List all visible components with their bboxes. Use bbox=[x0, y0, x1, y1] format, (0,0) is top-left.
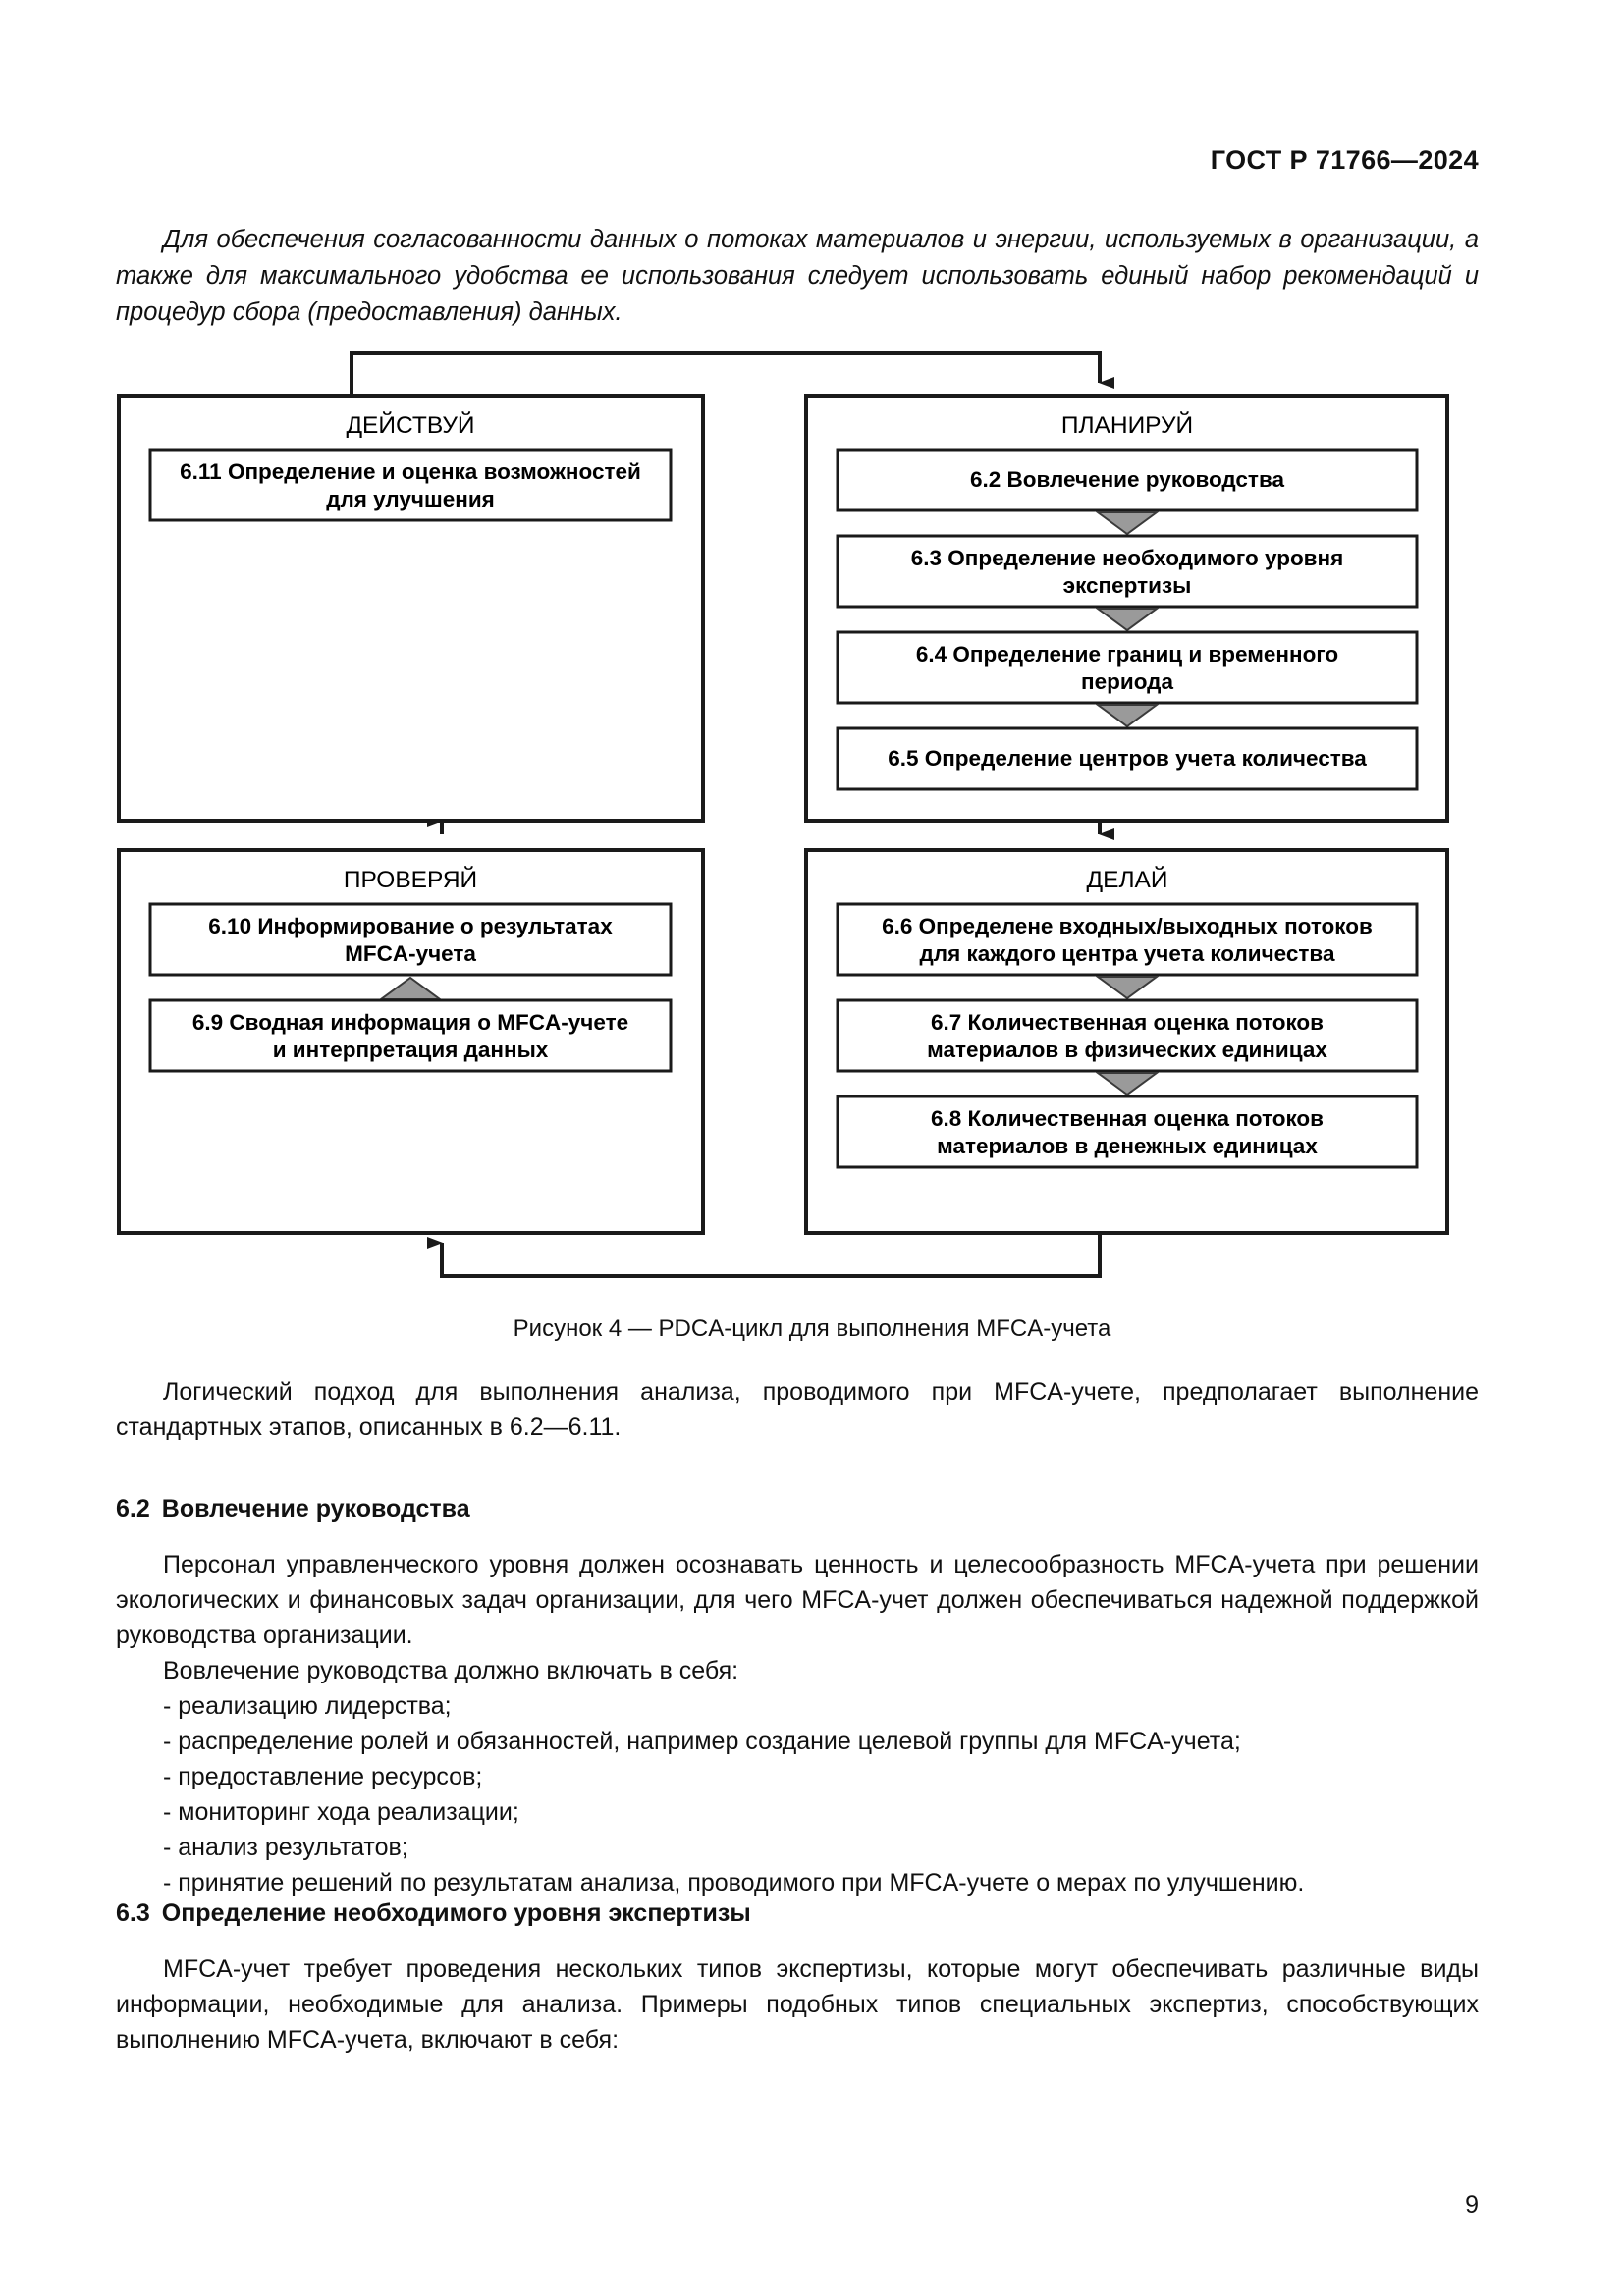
quadrant-do-title: ДЕЛАЙ bbox=[1087, 866, 1168, 893]
after-figure-block: Логический подход для выполнения анализа… bbox=[116, 1374, 1479, 1445]
step-6-4-line-1: 6.4 Определение границ и временного bbox=[916, 642, 1338, 667]
step-6-11-line-2: для улучшения bbox=[326, 487, 495, 511]
quadrant-plan: ПЛАНИРУЙ 6.2 Вовлечение руководства 6.3 … bbox=[804, 394, 1449, 823]
step-6-8-line-1: 6.8 Количественная оценка потоков bbox=[931, 1106, 1324, 1131]
section-6-2-bullet-3: - предоставление ресурсов; bbox=[163, 1763, 483, 1790]
section-6-3-paragraph-1-text: MFCA-учет требует проведения нескольких … bbox=[116, 1955, 1479, 2054]
step-box-6-7: 6.7 Количественная оценка потоков матери… bbox=[836, 998, 1419, 1073]
step-6-11-line-1: 6.11 Определение и оценка возможностей bbox=[180, 459, 641, 484]
section-6-2-title: Вовлечение руководства bbox=[161, 1495, 470, 1522]
connector-act-to-plan bbox=[350, 351, 1114, 396]
quadrant-act-title: ДЕЙСТВУЙ bbox=[346, 411, 474, 439]
step-6-5-line-1: 6.5 Определение центров учета количества bbox=[888, 746, 1367, 771]
intro-paragraph: Для обеспечения согласованности данных о… bbox=[116, 222, 1479, 331]
step-6-3-line-1: 6.3 Определение необходимого уровня bbox=[911, 546, 1344, 570]
section-6-2-paragraph-1-text: Персонал управленческого уровня должен о… bbox=[116, 1551, 1479, 1649]
step-6-7-line-2: материалов в физических единицах bbox=[927, 1038, 1327, 1062]
step-6-10-line-2: MFCA-учета bbox=[345, 941, 476, 966]
section-6-2-number: 6.2 bbox=[116, 1495, 150, 1522]
chevron-6-6-to-6-7-icon bbox=[1094, 976, 1161, 1000]
step-6-9-line-1: 6.9 Сводная информация о MFCA-учете bbox=[192, 1010, 628, 1035]
quadrant-check: ПРОВЕРЯЙ 6.10 Информирование о результат… bbox=[117, 848, 705, 1235]
step-6-6-line-1: 6.6 Определене входных/выходных потоков bbox=[882, 914, 1373, 938]
chevron-6-7-to-6-8-icon bbox=[1094, 1072, 1161, 1096]
step-6-2-line-1: 6.2 Вовлечение руководства bbox=[970, 467, 1284, 492]
quadrant-do: ДЕЛАЙ 6.6 Определене входных/выходных по… bbox=[804, 848, 1449, 1235]
after-figure-paragraph: Логический подход для выполнения анализа… bbox=[116, 1374, 1479, 1445]
quadrant-check-title: ПРОВЕРЯЙ bbox=[344, 866, 477, 893]
step-6-4-line-2: периода bbox=[1081, 669, 1173, 694]
quadrant-plan-title: ПЛАНИРУЙ bbox=[1061, 411, 1193, 439]
figure-pdca-cycle: ДЕЙСТВУЙ 6.11 Определение и оценка возмо… bbox=[116, 342, 1451, 1313]
section-6-2-paragraph-1: Персонал управленческого уровня должен о… bbox=[116, 1547, 1479, 1653]
section-6-2-bullet-5: - анализ результатов; bbox=[163, 1834, 408, 1861]
step-box-6-5: 6.5 Определение центров учета количества bbox=[836, 726, 1419, 791]
quadrant-act: ДЕЙСТВУЙ 6.11 Определение и оценка возмо… bbox=[117, 394, 705, 823]
step-6-10-line-1: 6.10 Информирование о результатах bbox=[208, 914, 613, 938]
section-6-2-paragraph-2-text: Вовлечение руководства должно включать в… bbox=[163, 1657, 739, 1684]
step-box-6-11: 6.11 Определение и оценка возможностей д… bbox=[148, 448, 673, 522]
intro-block: Для обеспечения согласованности данных о… bbox=[116, 222, 1479, 331]
section-6-3: 6.3 Определение необходимого уровня экспе… bbox=[116, 1896, 1479, 2057]
connector-do-to-check bbox=[427, 1233, 1102, 1278]
step-box-6-9: 6.9 Сводная информация о MFCA-учете и ин… bbox=[148, 998, 673, 1073]
step-6-8-line-2: материалов в денежных единицах bbox=[937, 1134, 1318, 1158]
step-6-9-line-2: и интерпретация данных bbox=[273, 1038, 549, 1062]
step-box-6-2: 6.2 Вовлечение руководства bbox=[836, 448, 1419, 512]
step-6-7-line-1: 6.7 Количественная оценка потоков bbox=[931, 1010, 1324, 1035]
document-header-standard-number: ГОСТ Р 71766—2024 bbox=[1210, 145, 1479, 175]
chevron-6-3-to-6-4-icon bbox=[1094, 608, 1161, 632]
section-6-3-heading: 6.3 Определение необходимого уровня экспе… bbox=[116, 1896, 1479, 1930]
step-box-6-3: 6.3 Определение необходимого уровня эксп… bbox=[836, 534, 1419, 609]
step-box-6-10: 6.10 Информирование о результатах MFCA-у… bbox=[148, 902, 673, 977]
section-6-2-bullet-1: - реализацию лидерства; bbox=[163, 1692, 452, 1720]
step-box-6-4: 6.4 Определение границ и временного пери… bbox=[836, 630, 1419, 705]
section-6-2-bullet-6: - принятие решений по результатам анализ… bbox=[163, 1869, 1305, 1896]
section-6-3-paragraph-1: MFCA-учет требует проведения нескольких … bbox=[116, 1951, 1479, 2057]
section-6-2-paragraph-2: Вовлечение руководства должно включать в… bbox=[116, 1653, 1479, 1688]
section-6-3-number: 6.3 bbox=[116, 1899, 150, 1927]
step-box-6-8: 6.8 Количественная оценка потоков матери… bbox=[836, 1095, 1419, 1169]
page-number: 9 bbox=[1465, 2191, 1479, 2218]
step-6-6-line-2: для каждого центра учета количества bbox=[920, 941, 1335, 966]
after-figure-paragraph-text: Логический подход для выполнения анализа… bbox=[116, 1378, 1479, 1441]
intro-paragraph-text: Для обеспечения согласованности данных о… bbox=[116, 226, 1479, 326]
section-6-2-bullet-4: - мониторинг хода реализации; bbox=[163, 1798, 519, 1826]
chevron-6-2-to-6-3-icon bbox=[1094, 511, 1161, 536]
chevron-6-4-to-6-5-icon bbox=[1094, 704, 1161, 728]
figure-caption: Рисунок 4 — PDCA-цикл для выполнения MFC… bbox=[513, 1315, 1111, 1342]
step-6-3-line-2: экспертизы bbox=[1063, 573, 1192, 598]
section-6-2: 6.2 Вовлечение руководства Персонал управ… bbox=[116, 1492, 1479, 1900]
section-6-3-title: Определение необходимого уровня эксперти… bbox=[161, 1899, 751, 1927]
section-6-2-heading: 6.2 Вовлечение руководства bbox=[116, 1492, 1479, 1525]
step-box-6-6: 6.6 Определене входных/выходных потоков … bbox=[836, 902, 1419, 977]
section-6-2-bullet-2: - распределение ролей и обязанностей, на… bbox=[163, 1728, 1241, 1755]
